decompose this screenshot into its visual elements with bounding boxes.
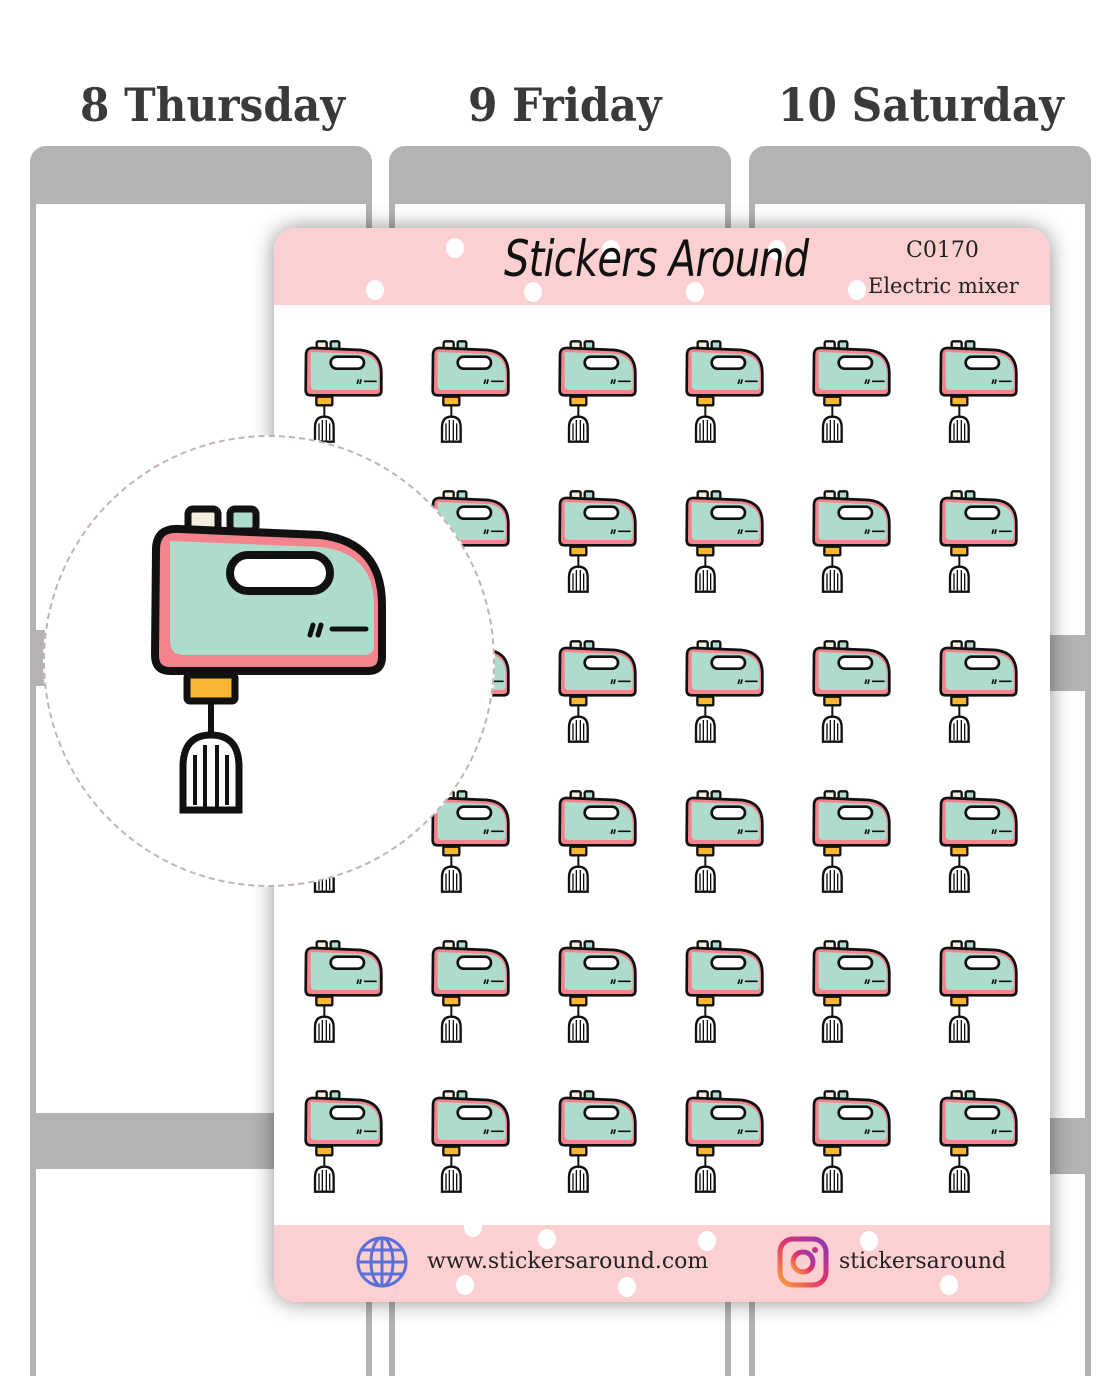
electric-mixer-icon	[150, 505, 390, 817]
sticker-electric-mixer	[304, 1088, 384, 1196]
sticker-electric-mixer	[304, 338, 384, 446]
electric-mixer-icon	[685, 1090, 764, 1193]
sticker-electric-mixer	[685, 1088, 765, 1196]
sticker-electric-mixer	[685, 788, 765, 896]
brand-logo-text: Stickers Around	[504, 230, 809, 288]
day-label-saturday: 10 Saturday	[778, 78, 1064, 132]
sticker-electric-mixer	[812, 638, 892, 746]
website-link[interactable]: www.stickersaround.com	[427, 1249, 709, 1274]
sticker-electric-mixer	[939, 338, 1019, 446]
electric-mixer-icon	[812, 939, 891, 1043]
sticker-electric-mixer	[685, 488, 765, 596]
globe-icon	[356, 1236, 408, 1288]
electric-mixer-icon	[558, 789, 637, 894]
electric-mixer-icon	[431, 939, 510, 1043]
electric-mixer-icon	[685, 939, 764, 1043]
electric-mixer-icon	[812, 639, 891, 744]
electric-mixer-icon	[939, 639, 1018, 744]
product-name: Electric mixer	[868, 274, 1019, 298]
sticker-electric-mixer	[431, 938, 511, 1046]
sticker-electric-mixer	[812, 788, 892, 896]
electric-mixer-icon	[558, 939, 637, 1043]
sticker-electric-mixer	[558, 788, 638, 896]
product-code: C0170	[906, 238, 979, 263]
sticker-electric-mixer	[685, 338, 765, 446]
sticker-electric-mixer	[939, 938, 1019, 1046]
sticker-electric-mixer	[812, 938, 892, 1046]
sticker-electric-mixer	[939, 638, 1019, 746]
electric-mixer-icon	[685, 340, 764, 443]
sticker-electric-mixer	[431, 338, 511, 446]
electric-mixer-icon	[685, 639, 764, 744]
electric-mixer-icon	[939, 939, 1018, 1043]
sticker-electric-mixer	[685, 938, 765, 1046]
electric-mixer-icon	[685, 490, 764, 594]
sticker-electric-mixer	[812, 338, 892, 446]
electric-mixer-icon	[304, 1090, 383, 1193]
electric-mixer-icon	[939, 340, 1018, 443]
electric-mixer-icon	[558, 639, 637, 744]
electric-mixer-icon	[431, 340, 510, 443]
sheet-header: Stickers Around C0170 Electric mixer	[274, 228, 1050, 305]
sticker-electric-mixer	[431, 1088, 511, 1196]
electric-mixer-icon	[558, 340, 637, 443]
electric-mixer-icon	[558, 1090, 637, 1193]
day-label-friday: 9 Friday	[468, 78, 662, 132]
sticker-electric-mixer	[812, 1088, 892, 1196]
sticker-electric-mixer	[558, 1088, 638, 1196]
electric-mixer-icon	[812, 340, 891, 443]
sticker-electric-mixer	[812, 488, 892, 596]
sticker-electric-mixer	[939, 788, 1019, 896]
instagram-handle[interactable]: stickersaround	[839, 1249, 1006, 1274]
sticker-electric-mixer	[558, 938, 638, 1046]
electric-mixer-icon	[558, 490, 637, 594]
instagram-icon	[777, 1236, 829, 1288]
sticker-electric-mixer	[558, 488, 638, 596]
electric-mixer-icon	[304, 939, 383, 1043]
electric-mixer-icon	[939, 490, 1018, 594]
sticker-electric-mixer	[558, 638, 638, 746]
sticker-electric-mixer	[558, 338, 638, 446]
electric-mixer-icon	[812, 490, 891, 594]
sticker-electric-mixer	[939, 488, 1019, 596]
sticker-electric-mixer	[685, 638, 765, 746]
electric-mixer-icon	[939, 1090, 1018, 1193]
day-label-thursday: 8 Thursday	[80, 78, 345, 132]
electric-mixer-icon	[304, 340, 383, 443]
sticker-electric-mixer	[939, 1088, 1019, 1196]
electric-mixer-icon	[431, 1090, 510, 1193]
electric-mixer-icon	[939, 789, 1018, 894]
magnified-sticker-preview	[43, 435, 495, 887]
electric-mixer-icon	[812, 789, 891, 894]
electric-mixer-icon	[685, 789, 764, 894]
sheet-footer: www.stickersaround.com stickersaround	[274, 1217, 1050, 1302]
electric-mixer-icon	[812, 1090, 891, 1193]
sticker-electric-mixer	[304, 938, 384, 1046]
